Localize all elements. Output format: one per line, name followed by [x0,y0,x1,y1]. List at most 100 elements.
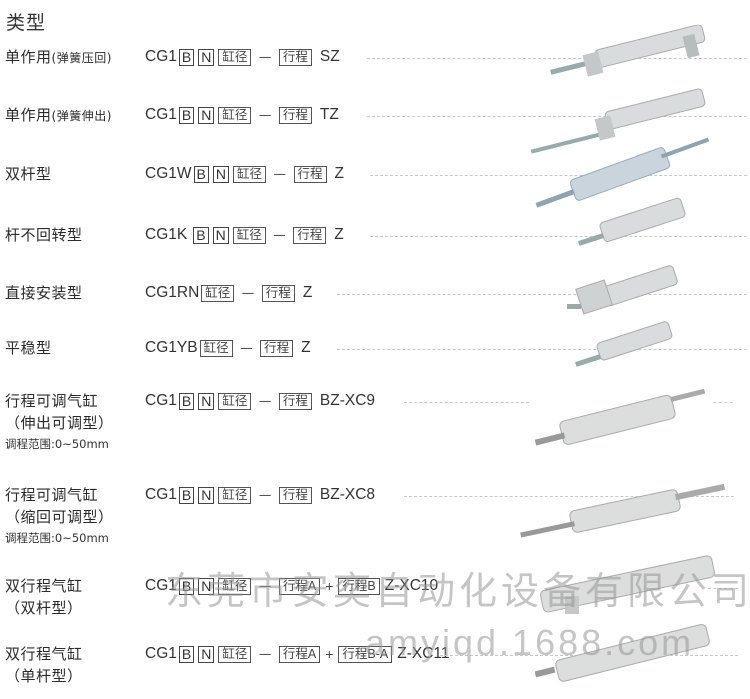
bore-box: 缸径 [218,486,252,504]
bore-box: 缸径 [218,48,252,66]
option-box-b: B [178,392,195,410]
cylinder-image-adjustable-retract [520,483,726,538]
model-prefix: CG1YB [145,339,198,356]
label-line2: （伸出可调型） [5,414,114,432]
option-box-b: B [178,106,195,124]
option-box-b: B [193,165,209,183]
model-prefix: CG1 [145,392,177,409]
label-main: 双行程气缸 [5,577,83,595]
stroke-box: 行程 [278,106,312,124]
label-small: (弹簧压回) [51,51,112,65]
dotted-leader [337,294,747,295]
model-code-7: CG1 B N 缸径 － 行程 BZ-XC8 [145,484,375,506]
row-label-dual-stroke-double-rod: 双行程气缸 （双杆型） [5,575,83,619]
option-box-n: N [198,106,215,124]
dotted-leader [708,588,738,589]
model-suffix: BZ-XC9 [319,392,376,409]
dash: － [257,647,273,664]
stroke-box: 行程 [261,284,295,302]
model-code-2: CG1W B N 缸径 － 行程 Z [145,163,344,185]
model-suffix: BZ-XC8 [319,486,376,503]
label-main: 双行程气缸 [5,645,83,663]
stroke-box: 行程 [278,48,312,66]
label-main: 单作用 [5,48,52,66]
model-suffix: Z-XC10 [384,577,439,594]
dash: － [257,50,273,67]
label-small: (弹簧伸出) [51,109,112,123]
bore-box: 缸径 [232,226,266,244]
label-main: 单作用 [5,106,52,124]
stroke-box: 行程 [260,339,294,357]
model-code-6: CG1 B N 缸径 － 行程 BZ-XC9 [145,390,375,412]
cylinder-image-dual-stroke-double-rod [540,555,715,614]
adjust-range: 调程范围:0~50mm [5,531,109,545]
bore-box: 缸径 [199,339,233,357]
cylinder-image-smooth [575,321,673,367]
option-box-b: B [178,577,195,595]
cylinder-image-direct-mount [567,265,678,315]
stroke-b-box: 行程B [338,577,380,595]
stroke-a-box: 行程A [278,645,321,663]
dotted-leader [367,116,747,117]
model-suffix: Z [334,165,344,182]
option-box-b: B [193,226,209,244]
dash: － [257,394,273,411]
row-label-double-rod: 双杆型 [5,165,52,183]
dash: － [240,286,256,303]
dotted-leader [370,175,747,176]
row-label-direct-mount: 直接安装型 [5,284,83,302]
label-main: 行程可调气缸 [5,486,99,504]
stroke-box: 行程 [278,486,312,504]
cylinder-image-adjustable-extend [534,388,706,446]
label-line2: （双杆型） [5,599,83,617]
bore-box: 缸径 [218,392,252,410]
stroke-ba-box: 行程B-A [338,645,393,663]
dotted-leader [404,402,529,403]
model-code-3: CG1K B N 缸径 － 行程 Z [145,224,344,246]
option-box-b: B [178,48,195,66]
option-box-n: N [198,645,215,663]
bore-box: 缸径 [218,645,252,663]
model-prefix: CG1W [145,165,192,182]
cylinder-image-single-acting-extend [530,88,706,154]
option-box-b: B [178,486,195,504]
model-prefix: CG1 [145,577,177,594]
page-title: 类型 [6,12,47,34]
row-label-single-acting-extend: 单作用(弹簧伸出) [5,104,112,127]
bore-box: 缸径 [201,284,235,302]
model-suffix: Z [334,226,344,243]
cylinder-image-dual-stroke-single-rod [535,624,710,682]
model-prefix: CG1 [145,486,177,503]
model-suffix: SZ [319,48,340,65]
model-prefix: CG1 [145,645,177,662]
dash: － [271,228,288,245]
label-main: 行程可调气缸 [5,392,99,410]
stroke-a-box: 行程A [278,577,321,595]
dash: － [257,488,273,505]
option-box-n: N [212,226,229,244]
model-suffix: Z-XC11 [397,645,450,662]
row-label-non-rotating-rod: 杆不回转型 [5,226,83,244]
dash: － [257,579,273,596]
bore-box: 缸径 [232,165,266,183]
plus: + [325,646,334,662]
row-label-smooth: 平稳型 [5,339,52,357]
model-code-5: CG1YB 缸径 － 行程 Z [145,337,311,359]
dash: － [271,167,288,184]
cylinder-image-double-rod [535,137,710,208]
option-box-n: N [198,486,215,504]
model-prefix: CG1 [145,106,177,123]
adjust-range: 调程范围:0~50mm [5,437,109,451]
stroke-box: 行程 [293,226,327,244]
cylinder-image-single-acting-retract [550,25,706,77]
model-code-9: CG1 B N 缸径 － 行程A + 行程B-A Z-XC11 [145,643,450,665]
stroke-box: 行程 [293,165,327,183]
model-prefix: CG1 [145,48,177,65]
dotted-leader [367,58,747,59]
option-box-n: N [198,392,215,410]
dotted-leader [370,236,747,237]
row-label-adjustable-retract: 行程可调气缸 （缩回可调型） [5,484,114,528]
model-code-1: CG1 B N 缸径 － 行程 TZ [145,104,339,126]
dotted-leader [713,402,733,403]
option-box-b: B [178,645,195,663]
